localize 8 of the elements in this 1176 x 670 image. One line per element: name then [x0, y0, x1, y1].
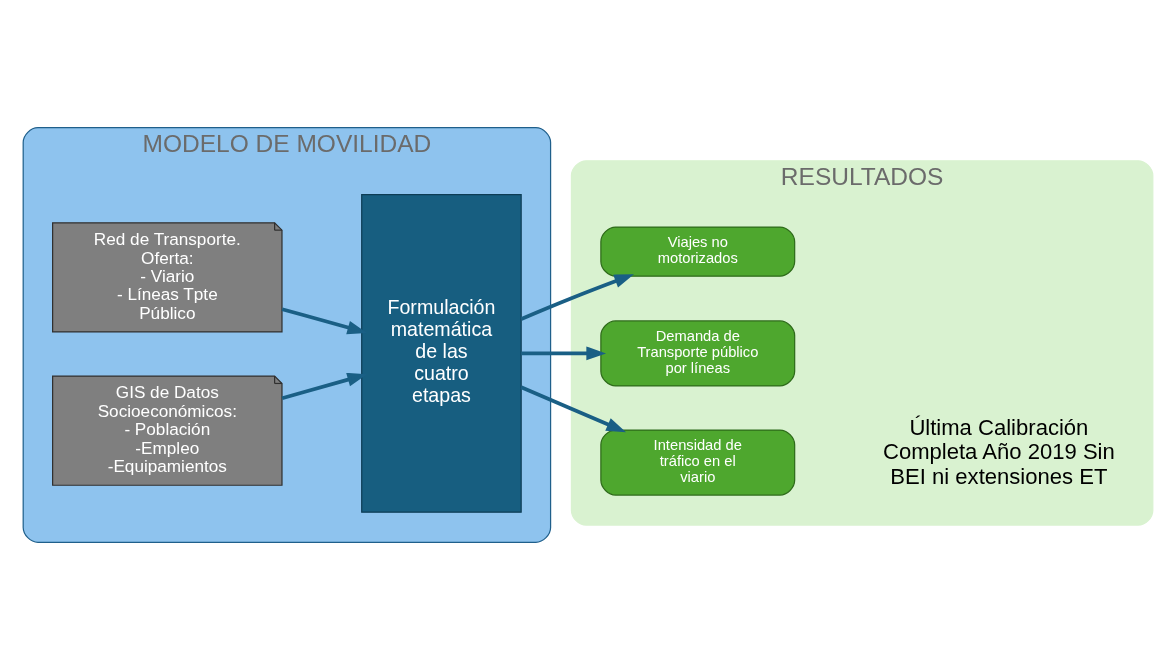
node-box: Demanda de Transporte público por líneas	[600, 320, 796, 387]
label: Última Calibración Completa Año 2019 Sin BEI ni extensiones ET	[882, 414, 1115, 489]
arrow	[520, 274, 634, 321]
node-box: Intensidad de tráfico en el viario	[600, 429, 796, 496]
node-box: Formulación matemática de las cuatro etapas	[361, 193, 522, 513]
arrow	[520, 385, 627, 433]
node-box: Viajes no motorizados	[600, 226, 796, 277]
arrow	[521, 346, 606, 361]
